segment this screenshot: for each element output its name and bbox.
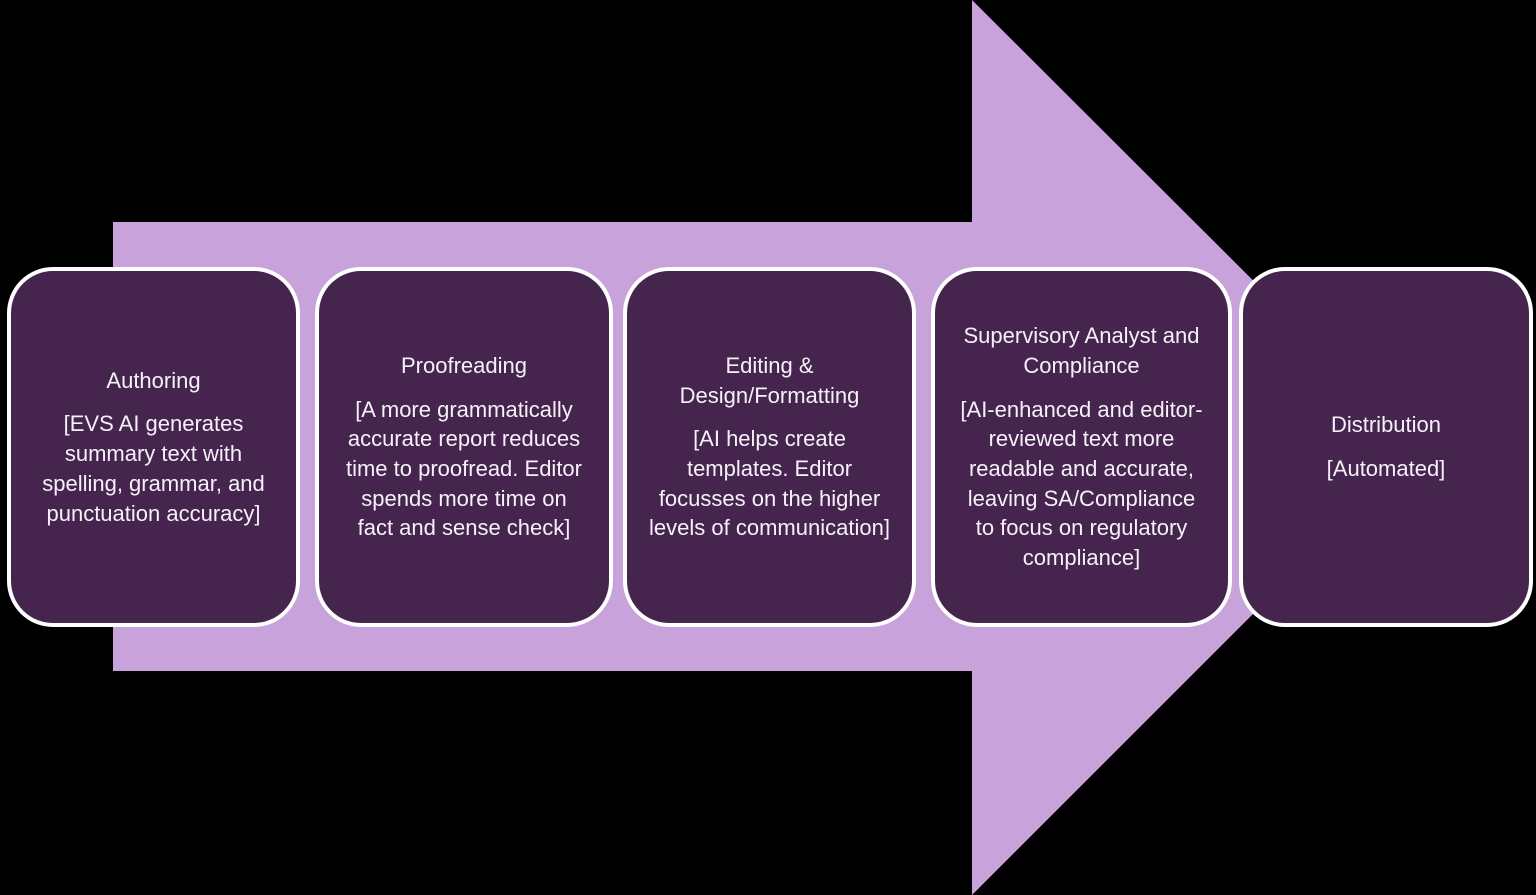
stage-description: [AI helps create templates. Editor focus… [649,426,890,541]
stage-title: Editing & Design/Formatting [679,352,860,408]
stage-description: [AI-enhanced and editor-reviewed text mo… [960,396,1203,571]
stage-description: [A more grammatically accurate report re… [345,396,582,541]
stage-box-supervisory-analyst-compliance: Supervisory Analyst and Compliance [AI-e… [931,267,1232,627]
stage-title: Distribution [1330,412,1442,438]
stage-box-distribution: Distribution [Automated] [1239,267,1533,627]
stage-title: Proofreading [401,352,527,378]
stage-box-proofreading: Proofreading [A more grammatically accur… [315,267,613,627]
stage-box-authoring: Authoring [EVS AI generates summary text… [7,267,300,627]
stage-description: [EVS AI generates summary text with spel… [42,411,265,526]
stage-box-editing-design-formatting: Editing & Design/Formatting [AI helps cr… [623,267,916,627]
stage-title: Authoring [106,367,201,393]
stage-description: [Automated] [1326,456,1446,481]
stage-title: Supervisory Analyst and Compliance [963,323,1200,378]
